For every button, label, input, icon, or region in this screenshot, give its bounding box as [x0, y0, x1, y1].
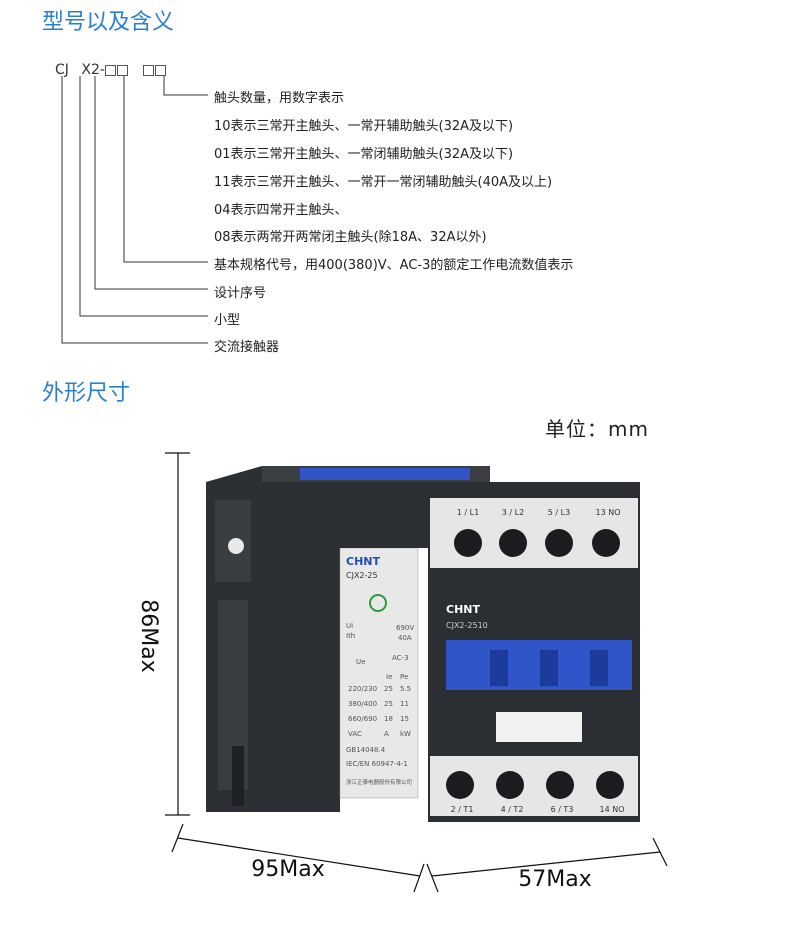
terminal-label-bottom: 6 / T3 [551, 805, 574, 814]
table-sub-ie: Ie [386, 673, 392, 681]
table-cell: 15 [400, 715, 409, 723]
terminal-label-top: 5 / L3 [548, 508, 570, 517]
terminal-label-top: 3 / L2 [502, 508, 524, 517]
dim-width-line [171, 823, 668, 893]
unit-label: 单位：mm [545, 417, 649, 441]
desc-10: 10表示三常开主触头、一常开辅助触头(32A及以下) [214, 119, 514, 134]
table-cell: 380/400 [348, 700, 377, 708]
model-code: CJ X2- [55, 62, 167, 78]
manufacturer: 浙江正泰电器股份有限公司 [346, 778, 412, 786]
code-x2: X2- [81, 62, 105, 78]
table-cell: 25 [384, 685, 393, 693]
desc-11: 11表示三常开主触头、一常开一常闭辅助触头(40A及以上) [214, 175, 553, 190]
desc-01: 01表示三常开主触头、一常闭辅助触头(32A及以下) [214, 147, 514, 162]
ccc-mark-icon [369, 594, 387, 612]
table-cell: 25 [384, 700, 393, 708]
desc-small-type: 小型 [214, 313, 241, 328]
rating-ui-label: Ui [346, 622, 353, 630]
rating-table: 220/230 25 5.5 380/400 25 11 660/690 18 … [348, 685, 411, 738]
standard-gb: GB14048.4 [346, 746, 386, 754]
table-cell: kW [400, 730, 411, 738]
code-box [104, 64, 116, 76]
rating-ui-value: 690V [396, 624, 414, 632]
dim-height-line [165, 452, 190, 816]
desc-ac-contactor: 交流接触器 [214, 340, 280, 355]
table-cell: 18 [384, 715, 393, 723]
table-cell: 5.5 [400, 685, 411, 693]
dim-width: 95Max [251, 857, 324, 882]
standard-iec: IEC/EN 60947-4-1 [346, 760, 408, 768]
code-box [155, 64, 167, 76]
table-sub-pe: Pe [400, 673, 408, 681]
terminal-label-bottom: 2 / T1 [451, 805, 474, 814]
dim-height: 86Max [136, 599, 161, 672]
rating-ith-value: 40A [398, 634, 412, 642]
code-box [143, 64, 155, 76]
model-front: CJX2-2510 [446, 621, 488, 630]
desc-design-serial: 设计序号 [214, 286, 267, 301]
code-leader-lines [61, 76, 208, 344]
brand-front: CHNT [446, 603, 480, 616]
table-cell: 220/230 [348, 685, 377, 693]
contactor-product-image [206, 466, 640, 822]
code-cj: CJ [55, 62, 69, 78]
brand-side: CHNT [346, 555, 380, 568]
model-side: CJX2-25 [346, 571, 378, 580]
desc-04: 04表示四常开主触头、 [214, 203, 348, 218]
table-head-ac3: AC-3 [392, 654, 409, 662]
desc-contact-count: 触头数量，用数字表示 [214, 91, 345, 106]
desc-rated-current: 基本规格代号，用400(380)V、AC-3的额定工作电流数值表示 [214, 258, 574, 273]
code-box [116, 64, 128, 76]
table-head-ue: Ue [356, 658, 365, 666]
terminal-label-bottom: 4 / T2 [501, 805, 524, 814]
table-cell: A [384, 730, 389, 738]
section-title-dimensions: 外形尺寸 [42, 381, 131, 406]
table-cell: 11 [400, 700, 409, 708]
table-cell: VAC [348, 730, 362, 738]
desc-08: 08表示两常开两常闭主触头(除18A、32A以外) [214, 230, 487, 245]
section-title-model: 型号以及含义 [42, 10, 175, 35]
terminal-label-top: 13 NO [595, 508, 620, 517]
terminal-label-bottom: 14 NO [599, 805, 624, 814]
terminal-label-top: 1 / L1 [457, 508, 479, 517]
table-cell: 660/690 [348, 715, 377, 723]
rating-ith-label: Ith [346, 632, 355, 640]
dim-depth: 57Max [518, 867, 591, 892]
